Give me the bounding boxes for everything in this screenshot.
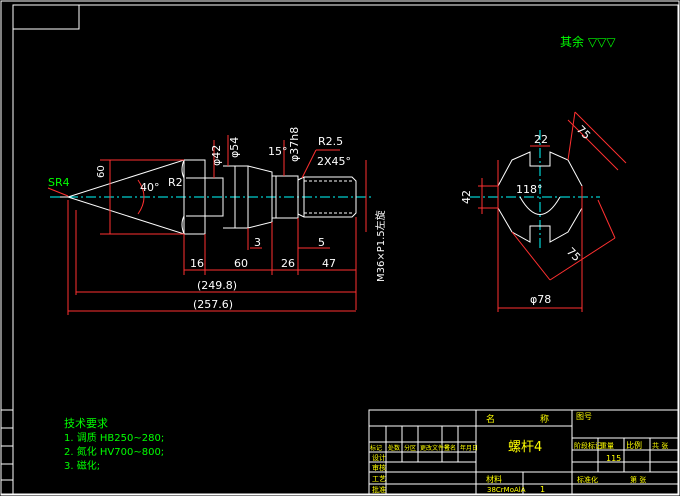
- scale-label: 比例: [626, 440, 642, 450]
- dim-75-bottom: 75: [564, 245, 583, 264]
- main-dimension-lines: [47, 135, 367, 315]
- row-label-sign: 签名: [444, 444, 456, 452]
- material-value: 38CrMoAlA: [487, 486, 526, 494]
- name-header-2: 称: [540, 413, 549, 425]
- thread-section: [297, 176, 357, 218]
- approve-label: 批准: [372, 485, 386, 494]
- sheet2-label: 第 张: [630, 475, 646, 484]
- title-block: [368, 409, 679, 495]
- row-label-doc: 更改文件号: [420, 444, 450, 452]
- material-label: 材料: [486, 474, 502, 484]
- dim-42-side: 42: [460, 190, 473, 204]
- dim-40deg: 40°: [140, 181, 160, 194]
- dim-26: 26: [281, 257, 295, 270]
- dim-chamfer: 2X45°: [317, 155, 351, 168]
- dim-3: 3: [254, 236, 261, 249]
- row-label-mark: 标记: [370, 444, 382, 452]
- row-label-date: 年月日: [460, 444, 478, 452]
- dim-phi37: φ37h8: [288, 127, 301, 162]
- code-label: 图号: [576, 412, 592, 421]
- dim-total-249: (249.8): [197, 279, 237, 292]
- dim-thread: M36×P1.5左旋: [374, 210, 387, 282]
- dim-47: 47: [322, 257, 336, 270]
- end-arc: [519, 196, 561, 215]
- part-name: 螺杆4: [508, 440, 542, 455]
- dim-60: 60: [234, 257, 248, 270]
- drawing-frame: [12, 4, 679, 495]
- tech-requirements: 技术要求 1. 调质 HB250~280; 2. 氮化 HV700~800; 3…: [64, 417, 164, 472]
- dim-total-257: (257.6): [193, 298, 233, 311]
- end-dimension-text: 22 75 75 42 118° φ78: [460, 123, 593, 306]
- row-label-zone: 分区: [404, 444, 416, 452]
- tech-item-3: 3. 磁化;: [64, 459, 100, 472]
- tech-title: 技术要求: [64, 417, 108, 430]
- screw-side-view: [50, 159, 372, 235]
- cone-tip: [66, 159, 185, 235]
- name-header: 名: [486, 413, 495, 425]
- std-label: 标准化: [577, 475, 598, 484]
- main-dimension-text: SR4 60 40° R2 φ42 φ54 15° φ37h8 R2.5 2X4…: [48, 127, 387, 311]
- dim-22: 22: [534, 133, 548, 146]
- dim-5: 5: [318, 236, 325, 249]
- quantity-value: 1: [540, 485, 545, 494]
- tech-item-2: 2. 氮化 HV700~800;: [64, 445, 164, 458]
- dim-118deg: 118°: [516, 183, 543, 196]
- title-block-text: 名 称 图号 螺杆4 材料 38CrMoAlA 1 115 比例 阶段标记 重量…: [370, 412, 668, 494]
- process-label: 工艺: [372, 475, 386, 483]
- corner-code-box: [12, 4, 80, 30]
- row-label-count: 处数: [388, 444, 400, 452]
- dim-75-top: 75: [574, 123, 593, 142]
- dim-phi54: φ54: [228, 137, 241, 158]
- surface-roughness-note: 其余 ▽▽▽: [560, 34, 616, 49]
- dim-16: 16: [190, 257, 204, 270]
- stage-mark: 阶段标记: [574, 441, 602, 450]
- dim-sr4: SR4: [48, 176, 70, 189]
- tech-item-1: 1. 调质 HB250~280;: [64, 432, 164, 444]
- end-dimension-lines: [478, 111, 627, 312]
- mass-value: 115: [606, 454, 621, 463]
- dim-15deg: 15°: [268, 145, 288, 158]
- hex-profile: [497, 151, 583, 243]
- design-label: 设计: [372, 453, 386, 462]
- weight-label: 重量: [600, 442, 614, 450]
- sheet-label: 共 张: [652, 441, 668, 450]
- dim-r25: R2.5: [318, 135, 343, 148]
- groove: [271, 175, 299, 219]
- dim-phi42: φ42: [210, 145, 223, 166]
- screw-end-view: [470, 130, 600, 250]
- review-label: 审核: [372, 463, 386, 472]
- dim-60-height: 60: [96, 165, 107, 178]
- dim-phi78: φ78: [530, 293, 551, 306]
- left-margin-boxes: [0, 409, 14, 495]
- dim-r2: R2: [168, 176, 183, 189]
